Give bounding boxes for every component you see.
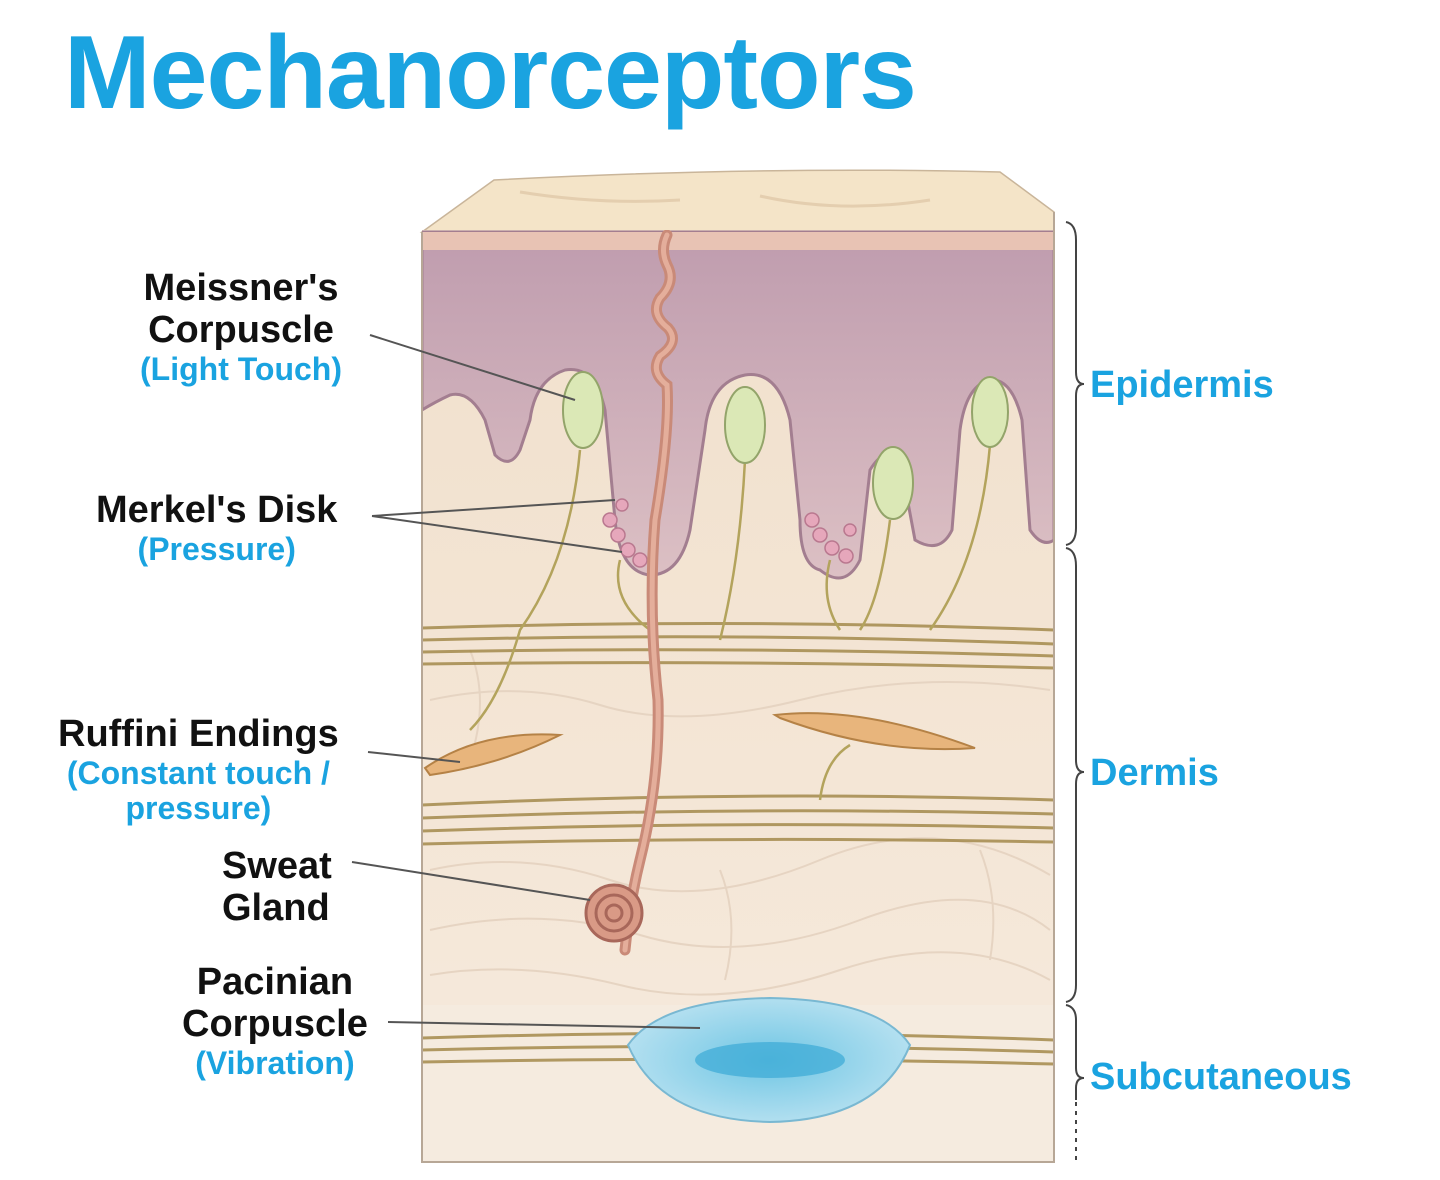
- layer-brackets: [1065, 221, 1085, 1162]
- receptor-name: Merkel's Disk: [96, 489, 338, 531]
- layer-label-epidermis: Epidermis: [1090, 364, 1274, 406]
- receptor-name: Corpuscle: [148, 308, 334, 351]
- layer-label-subcutaneous: Subcutaneous: [1090, 1056, 1352, 1098]
- receptor-name: Ruffini Endings: [58, 713, 339, 755]
- receptor-name: Corpuscle: [182, 1002, 368, 1045]
- label-pacinian-corpuscle: Pacinian Corpuscle (Vibration): [182, 961, 368, 1081]
- subcutaneous-bracket: [1065, 1004, 1085, 1100]
- merkel-disk: [602, 512, 618, 528]
- label-merkels-disk: Merkel's Disk (Pressure): [96, 489, 338, 567]
- label-sweat-gland: Sweat Gland: [222, 845, 332, 930]
- layer-label-dermis: Dermis: [1090, 752, 1219, 794]
- diagram-title: Mechanorceptors: [64, 15, 917, 131]
- ruffini-ending: [423, 733, 564, 777]
- receptor-function: pressure): [125, 789, 272, 826]
- leader-lines: [351, 334, 701, 1029]
- ruffini-ending: [771, 712, 976, 751]
- receptor-function: (Light Touch): [140, 350, 342, 387]
- receptor-function: (Constant touch /: [66, 754, 330, 791]
- meissner-corpuscle: [971, 376, 1009, 448]
- receptor-name: Meissner's: [143, 267, 339, 309]
- dermis-bracket: [1065, 547, 1085, 1003]
- receptor-function: (Pressure): [137, 530, 296, 567]
- meissner-corpuscle: [562, 371, 604, 449]
- receptor-function: (Vibration): [195, 1044, 355, 1081]
- structure-name: Gland: [222, 886, 330, 929]
- label-ruffini-endings: Ruffini Endings (Constant touch / pressu…: [58, 713, 339, 826]
- epidermis-bracket: [1065, 221, 1085, 546]
- label-meissners-corpuscle: Meissner's Corpuscle (Light Touch): [140, 267, 342, 387]
- epidermis-layer: [422, 230, 1054, 580]
- merkel-disk: [804, 512, 820, 528]
- receptor-name: Pacinian: [196, 961, 354, 1003]
- structure-name: Sweat: [222, 845, 332, 887]
- meissner-corpuscle: [872, 446, 914, 520]
- skin-surface: [419, 169, 1055, 233]
- meissner-corpuscle: [724, 386, 766, 464]
- sweat-gland-coil: [584, 883, 644, 943]
